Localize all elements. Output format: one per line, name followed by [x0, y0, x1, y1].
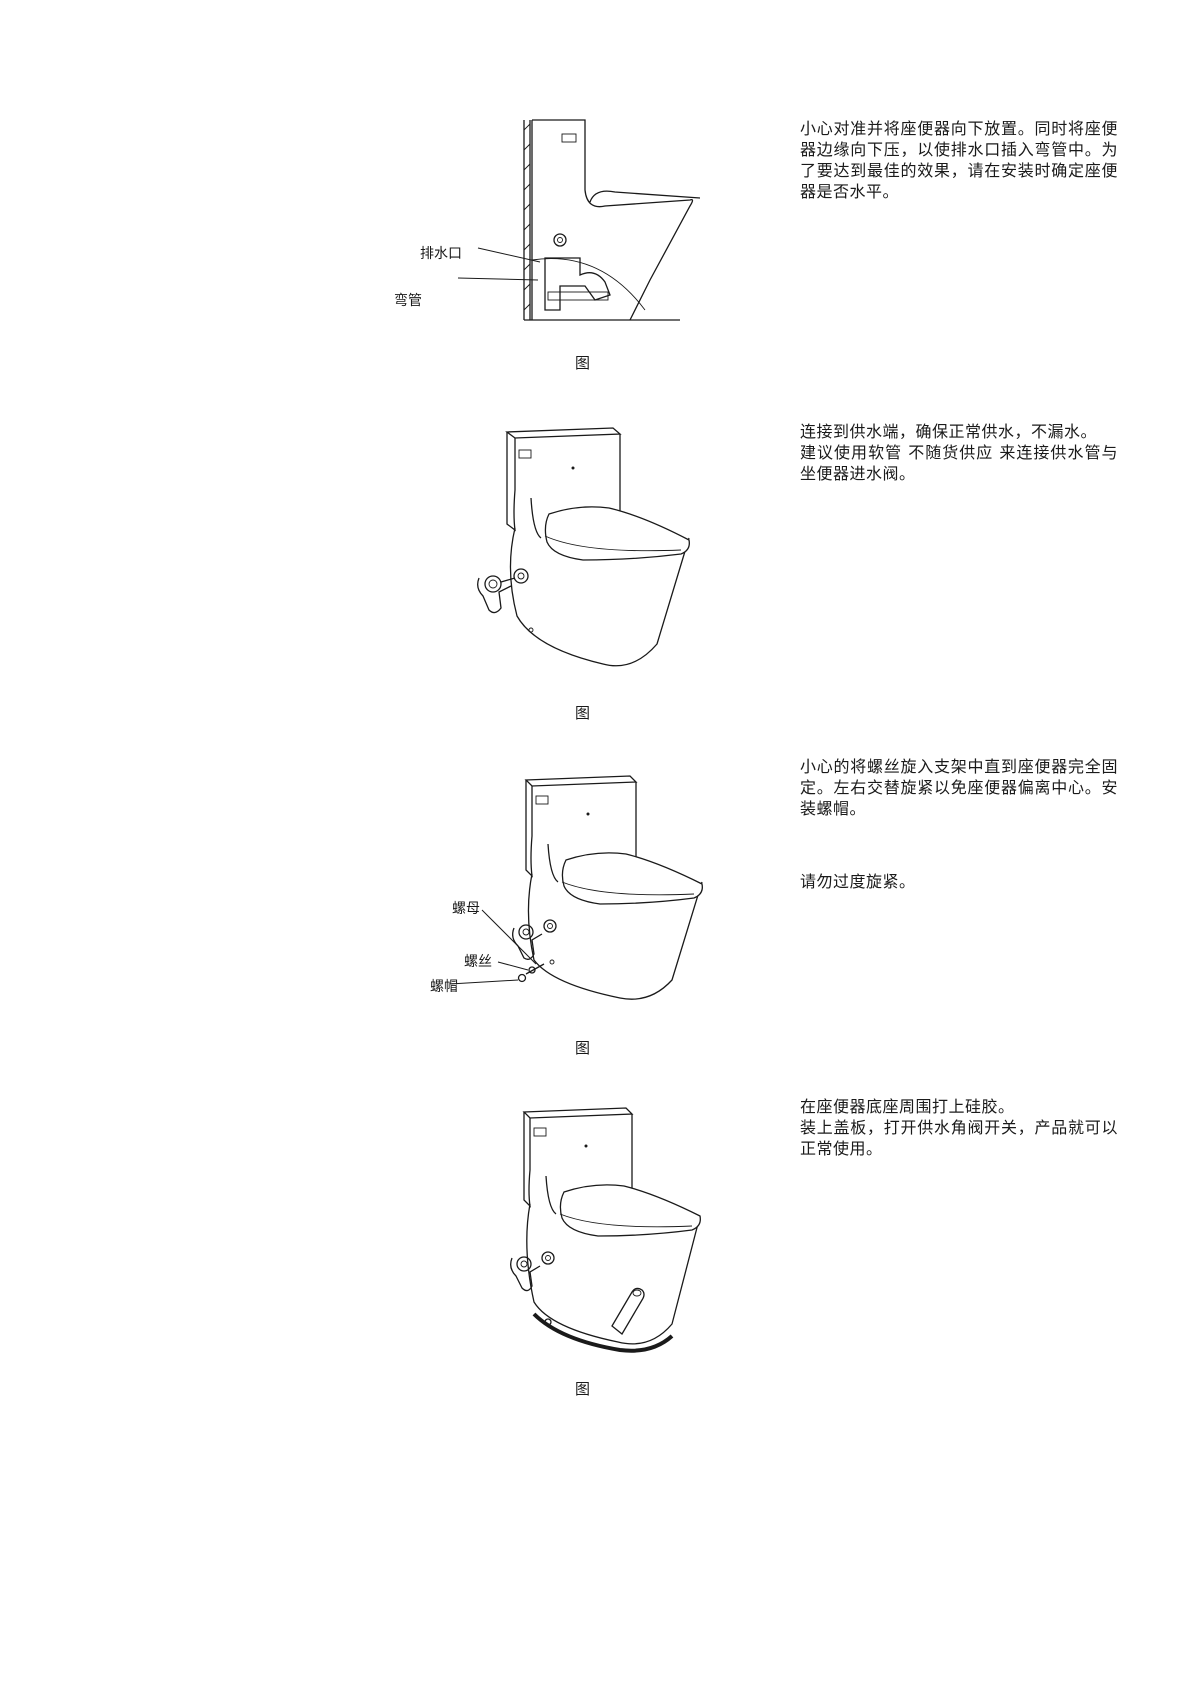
nut-label: 螺母	[452, 898, 480, 918]
step-text: 小心的将螺丝旋入支架中直到座便器完全固定。左右交替旋紧以免座便器偏离中心。安装螺…	[800, 756, 1118, 819]
figure-caption: 图	[575, 352, 590, 373]
warning-text: 请勿过度旋紧。	[800, 868, 916, 892]
toilet-water-supply-icon	[475, 420, 715, 680]
figure-caption: 图	[575, 1378, 590, 1399]
step-text: 装上盖板，打开供水角阀开关，产品就可以正常使用。	[800, 1117, 1118, 1159]
toilet-side-section-icon: 排水口 弯管	[420, 110, 740, 330]
cap-label: 螺帽	[430, 976, 458, 996]
step-description: 连接到供水端，确保正常供水，不漏水。 建议使用软管 不随货供应 来连接供水管与坐…	[800, 421, 1118, 484]
toilet-silicone-seal-icon	[500, 1092, 740, 1362]
step-text: 建议使用软管 不随货供应 来连接供水管与坐便器进水阀。	[800, 442, 1118, 484]
step-text: 连接到供水端，确保正常供水，不漏水。	[800, 421, 1118, 442]
figure-caption: 图	[575, 702, 590, 723]
step-description: 在座便器底座周围打上硅胶。 装上盖板，打开供水角阀开关，产品就可以正常使用。	[800, 1096, 1118, 1159]
figure-caption: 图	[575, 1037, 590, 1058]
screw-label: 螺丝	[464, 951, 492, 971]
step-text: 在座便器底座周围打上硅胶。	[800, 1096, 1118, 1117]
drain-outlet-label: 排水口	[420, 243, 462, 263]
step-description: 小心对准并将座便器向下放置。同时将座便器边缘向下压，以使排水口插入弯管中。为了要…	[800, 118, 1118, 202]
step-text: 小心对准并将座便器向下放置。同时将座便器边缘向下压，以使排水口插入弯管中。为了要…	[800, 118, 1118, 202]
toilet-screw-fixing-icon: 螺母 螺丝 螺帽	[440, 752, 720, 1012]
elbow-pipe-label: 弯管	[394, 290, 422, 310]
step-description: 小心的将螺丝旋入支架中直到座便器完全固定。左右交替旋紧以免座便器偏离中心。安装螺…	[800, 756, 1118, 819]
